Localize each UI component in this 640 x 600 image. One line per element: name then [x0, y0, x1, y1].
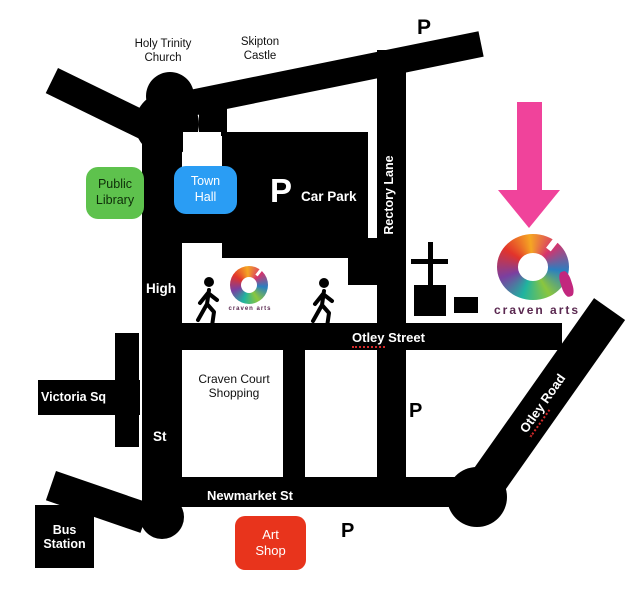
town-hall-line1: Town — [190, 174, 221, 189]
logo-stem — [557, 269, 576, 299]
skipton-castle-label: Skipton Castle — [222, 36, 298, 64]
destination-arrow-icon — [498, 190, 560, 228]
logo-gap — [255, 264, 267, 277]
craven-court-line2: Shopping — [208, 386, 260, 401]
walking-person-icon — [307, 277, 339, 329]
otley-street-label: Otley Street — [352, 330, 425, 348]
otley-road-label: Otley Road — [461, 365, 578, 508]
newmarket-street-label: Newmarket St — [207, 488, 293, 503]
newmarket-street-road — [148, 477, 463, 507]
holy-trinity-line2: Church — [144, 51, 182, 64]
otley-street-label-street: Street — [384, 330, 425, 345]
notch-above-town-hall — [183, 132, 221, 166]
block-below-town-hall — [180, 212, 222, 243]
public-library-line1: Public — [97, 177, 133, 192]
victoria-sq-label: Victoria Sq — [41, 390, 107, 404]
craven-arts-logo-small — [230, 264, 268, 304]
craven-court-line1: Craven Court — [198, 372, 270, 386]
parking-icon-bottom: P — [341, 520, 355, 542]
parking-icon-top-right: P — [417, 16, 432, 39]
craven-arts-logo-large — [497, 230, 576, 300]
town-hall-line2: Hall — [194, 190, 217, 204]
victoria-sq-cross-road — [115, 333, 139, 447]
holy-trinity-church-label: Holy Trinity Church — [120, 38, 206, 66]
town-hall-street-stub — [199, 100, 227, 136]
church-cross-icon — [428, 242, 433, 286]
high-street-label-lower: St — [153, 429, 167, 444]
art-shop-line1: Art — [262, 526, 279, 542]
building-dash — [454, 297, 478, 313]
high-street-road — [142, 105, 182, 505]
rectory-lane-label: Rectory Lane — [382, 155, 396, 235]
art-shop-line2: Shop — [255, 543, 286, 558]
car-park-p-icon: P — [270, 172, 293, 209]
art-shop-badge: Art Shop — [235, 516, 306, 570]
mid-vertical-road — [283, 349, 305, 477]
public-library-badge: Public Library — [86, 167, 144, 219]
craven-arts-logo-large-text: craven arts — [494, 303, 581, 317]
rectory-lane-road — [377, 50, 406, 477]
town-hall-badge: Town Hall — [174, 166, 237, 214]
otley-street-label-otley: Otley — [352, 330, 385, 348]
destination-arrow-icon — [517, 102, 542, 192]
logo-hole — [241, 277, 257, 293]
walking-person-icon — [192, 276, 224, 328]
bus-station-label-line1: Bus — [52, 522, 77, 537]
bus-station-block: Bus Station — [35, 505, 94, 568]
public-library-line2: Library — [95, 193, 135, 207]
craven-arts-logo-small-text: craven arts — [228, 306, 272, 312]
holy-trinity-line1: Holy Trinity — [134, 38, 192, 50]
logo-gap — [546, 230, 566, 253]
car-park-block — [222, 132, 368, 258]
skipton-castle-line2: Castle — [243, 49, 277, 62]
church-building-square — [414, 285, 446, 316]
block-east-of-walkway — [348, 238, 377, 285]
skipton-castle-line1: Skipton — [240, 36, 280, 48]
craven-court-shopping-label: Craven Court Shopping — [185, 372, 283, 401]
church-cross-icon — [411, 259, 448, 264]
parking-icon-mid-right: P — [409, 400, 423, 422]
otley-road-label-road: Road — [535, 370, 569, 410]
high-street-label-upper: High — [146, 281, 176, 296]
bus-station-label-line2: Station — [43, 536, 86, 551]
logo-hole — [517, 253, 549, 281]
car-park-label: Car Park — [301, 189, 357, 204]
